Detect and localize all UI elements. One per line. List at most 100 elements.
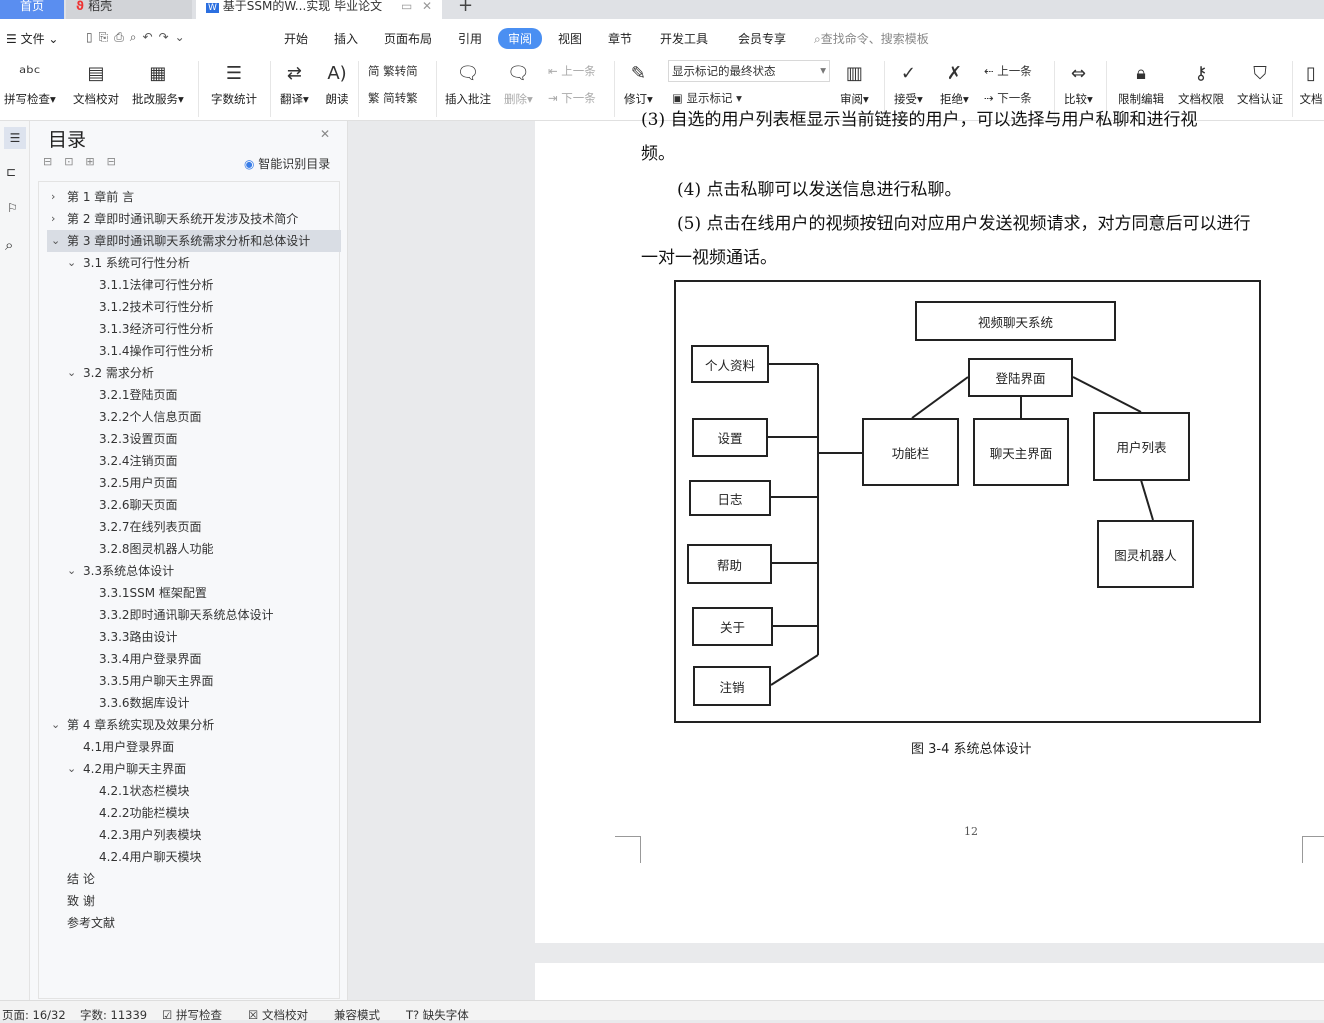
- insert-comment-button[interactable]: 🗨插入批注: [445, 63, 491, 106]
- chevron-down-icon[interactable]: ⌄: [51, 718, 61, 731]
- menu-chapter[interactable]: 章节: [608, 32, 633, 46]
- toc-panel-icon[interactable]: ☰: [4, 127, 26, 149]
- toc-item[interactable]: 3.2.4注销页面: [47, 450, 341, 472]
- tab-docer[interactable]: ϑ 稻壳: [66, 0, 192, 19]
- menu-insert[interactable]: 插入: [334, 32, 359, 46]
- doc-button[interactable]: ▯文档: [1299, 63, 1323, 106]
- toc-item[interactable]: 3.2.2个人信息页面: [47, 406, 341, 428]
- prev-change-button[interactable]: ⇠ 上一条: [984, 64, 1032, 78]
- toc-item[interactable]: ›第 1 章前 言: [47, 186, 341, 208]
- toc-item[interactable]: 3.3.2即时通讯聊天系统总体设计: [47, 604, 341, 626]
- chevron-down-icon[interactable]: ⌄: [51, 234, 61, 247]
- display-state-select[interactable]: 显示标记的最终状态▾: [668, 60, 830, 82]
- trad-to-simp-button[interactable]: 简 繁转简: [368, 64, 418, 78]
- correction-service-button[interactable]: ▦批改服务▾: [132, 63, 184, 106]
- file-menu[interactable]: ☰ 文件 ⌄: [6, 32, 59, 46]
- missing-font[interactable]: T? 缺失字体: [406, 1008, 469, 1022]
- toc-item[interactable]: 结 论: [47, 868, 341, 890]
- compare-button[interactable]: ⇔比较▾: [1064, 63, 1093, 106]
- toc-item[interactable]: ⌄3.2 需求分析: [47, 362, 341, 384]
- doc-certify-button[interactable]: ⛉文档认证: [1237, 63, 1283, 106]
- page-indicator[interactable]: 页面: 16/32: [2, 1008, 66, 1022]
- toc-item[interactable]: 3.3.5用户聊天主界面: [47, 670, 341, 692]
- find-icon[interactable]: ⌕: [5, 236, 14, 254]
- close-icon[interactable]: ✕: [422, 0, 433, 13]
- word-count[interactable]: 字数: 11339: [80, 1008, 148, 1022]
- toc-level-buttons[interactable]: ⊟⊡⊞⊟: [43, 155, 128, 168]
- toc-item[interactable]: 参考文献: [47, 912, 341, 934]
- menu-review[interactable]: 审阅: [498, 28, 543, 49]
- toc-item[interactable]: 3.2.1登陆页面: [47, 384, 341, 406]
- toc-item[interactable]: 3.1.2技术可行性分析: [47, 296, 341, 318]
- tab-document[interactable]: W 基于SSM的W...实现 毕业论文▭✕: [196, 0, 442, 19]
- outline-icon[interactable]: ⊏: [6, 165, 17, 179]
- toc-item[interactable]: ⌄第 4 章系统实现及效果分析: [47, 714, 341, 736]
- chevron-right-icon[interactable]: ›: [51, 190, 56, 203]
- toc-item[interactable]: ⌄第 3 章即时通讯聊天系统需求分析和总体设计: [47, 230, 341, 252]
- review-pane-button[interactable]: ▥审阅▾: [840, 63, 869, 106]
- simp-to-trad-button[interactable]: 繁 简转繁: [368, 91, 418, 105]
- smart-toc-button[interactable]: ◉ 智能识别目录: [244, 157, 331, 171]
- toc-item[interactable]: 3.2.6聊天页面: [47, 494, 341, 516]
- toc-item[interactable]: 4.2.2功能栏模块: [47, 802, 341, 824]
- menu-reference[interactable]: 引用: [458, 32, 483, 46]
- menu-layout[interactable]: 页面布局: [384, 32, 433, 46]
- show-marks-button[interactable]: ▣ 显示标记 ▾: [672, 91, 742, 105]
- tab-home[interactable]: 首页: [0, 0, 64, 19]
- chevron-right-icon[interactable]: ›: [51, 212, 56, 225]
- menu-dev-tools[interactable]: 开发工具: [660, 32, 709, 46]
- prev-comment-button[interactable]: ⇤ 上一条: [548, 64, 596, 78]
- chevron-down-icon[interactable]: ⌄: [67, 762, 77, 775]
- toc-item[interactable]: 3.3.4用户登录界面: [47, 648, 341, 670]
- toc-item[interactable]: 3.3.1SSM 框架配置: [47, 582, 341, 604]
- toc-item-label: 3.3系统总体设计: [83, 564, 175, 578]
- accept-icon: ✓: [900, 63, 916, 84]
- toc-item[interactable]: 3.2.7在线列表页面: [47, 516, 341, 538]
- read-aloud-button[interactable]: A)朗读: [325, 63, 349, 106]
- proofread-button[interactable]: ▤文档校对: [73, 63, 119, 106]
- translate-button[interactable]: ⇄翻译▾: [280, 63, 309, 106]
- new-tab-button[interactable]: +: [458, 0, 474, 16]
- toc-item[interactable]: ⌄4.2用户聊天主界面: [47, 758, 341, 780]
- toc-item[interactable]: 3.1.4操作可行性分析: [47, 340, 341, 362]
- status-spell-check[interactable]: ☑ 拼写检查: [162, 1008, 222, 1022]
- quick-access-icons[interactable]: ▯⎘⎙⌕↶↷⌄: [86, 30, 191, 44]
- toc-item[interactable]: 3.3.6数据库设计: [47, 692, 341, 714]
- doc-permission-button[interactable]: ⚷文档权限: [1178, 63, 1224, 106]
- pin-icon[interactable]: ▭: [401, 0, 413, 13]
- toc-item[interactable]: 致 谢: [47, 890, 341, 912]
- accept-button[interactable]: ✓接受▾: [894, 63, 923, 106]
- chevron-down-icon[interactable]: ⌄: [67, 256, 77, 269]
- chevron-down-icon[interactable]: ⌄: [67, 564, 77, 577]
- menu-start[interactable]: 开始: [284, 32, 309, 46]
- delete-comment-button[interactable]: 🗨删除▾: [504, 63, 533, 106]
- toc-item[interactable]: 4.2.3用户列表模块: [47, 824, 341, 846]
- word-count-button[interactable]: ☰字数统计: [211, 63, 257, 106]
- close-panel-icon[interactable]: ✕: [320, 127, 331, 141]
- toc-item[interactable]: ⌄ 3.3系统总体设计: [47, 560, 341, 582]
- toc-item[interactable]: 4.2.1状态栏模块: [47, 780, 341, 802]
- toc-item[interactable]: 3.2.8图灵机器人功能: [47, 538, 341, 560]
- next-change-button[interactable]: ⇢ 下一条: [984, 91, 1032, 105]
- toc-item[interactable]: 3.2.3设置页面: [47, 428, 341, 450]
- toc-item[interactable]: ⌄3.1 系统可行性分析: [47, 252, 341, 274]
- track-changes-button[interactable]: ✎修订▾: [624, 63, 653, 106]
- toc-item[interactable]: 4.2.4用户聊天模块: [47, 846, 341, 868]
- toc-item[interactable]: 3.2.5用户页面: [47, 472, 341, 494]
- next-comment-button[interactable]: ⇥ 下一条: [548, 91, 596, 105]
- status-proofread[interactable]: ☒ 文档校对: [248, 1008, 308, 1022]
- toc-item[interactable]: ›第 2 章即时通讯聊天系统开发涉及技术简介: [47, 208, 341, 230]
- reject-button[interactable]: ✗拒绝▾: [940, 63, 969, 106]
- menu-member[interactable]: 会员专享: [738, 32, 787, 46]
- bookmark-icon[interactable]: ⚐: [7, 201, 18, 215]
- restrict-edit-button[interactable]: 🔒︎限制编辑: [1118, 63, 1164, 106]
- toc-item[interactable]: 3.3.3路由设计: [47, 626, 341, 648]
- toc-item[interactable]: 3.1.3经济可行性分析: [47, 318, 341, 340]
- chevron-down-icon[interactable]: ⌄: [67, 366, 77, 379]
- search-placeholder: 查找命令、搜索模板: [820, 32, 929, 46]
- toc-item[interactable]: 3.1.1法律可行性分析: [47, 274, 341, 296]
- toc-item[interactable]: 4.1用户登录界面: [47, 736, 341, 758]
- command-search[interactable]: ⌕查找命令、搜索模板: [814, 30, 929, 47]
- menu-view[interactable]: 视图: [558, 32, 583, 46]
